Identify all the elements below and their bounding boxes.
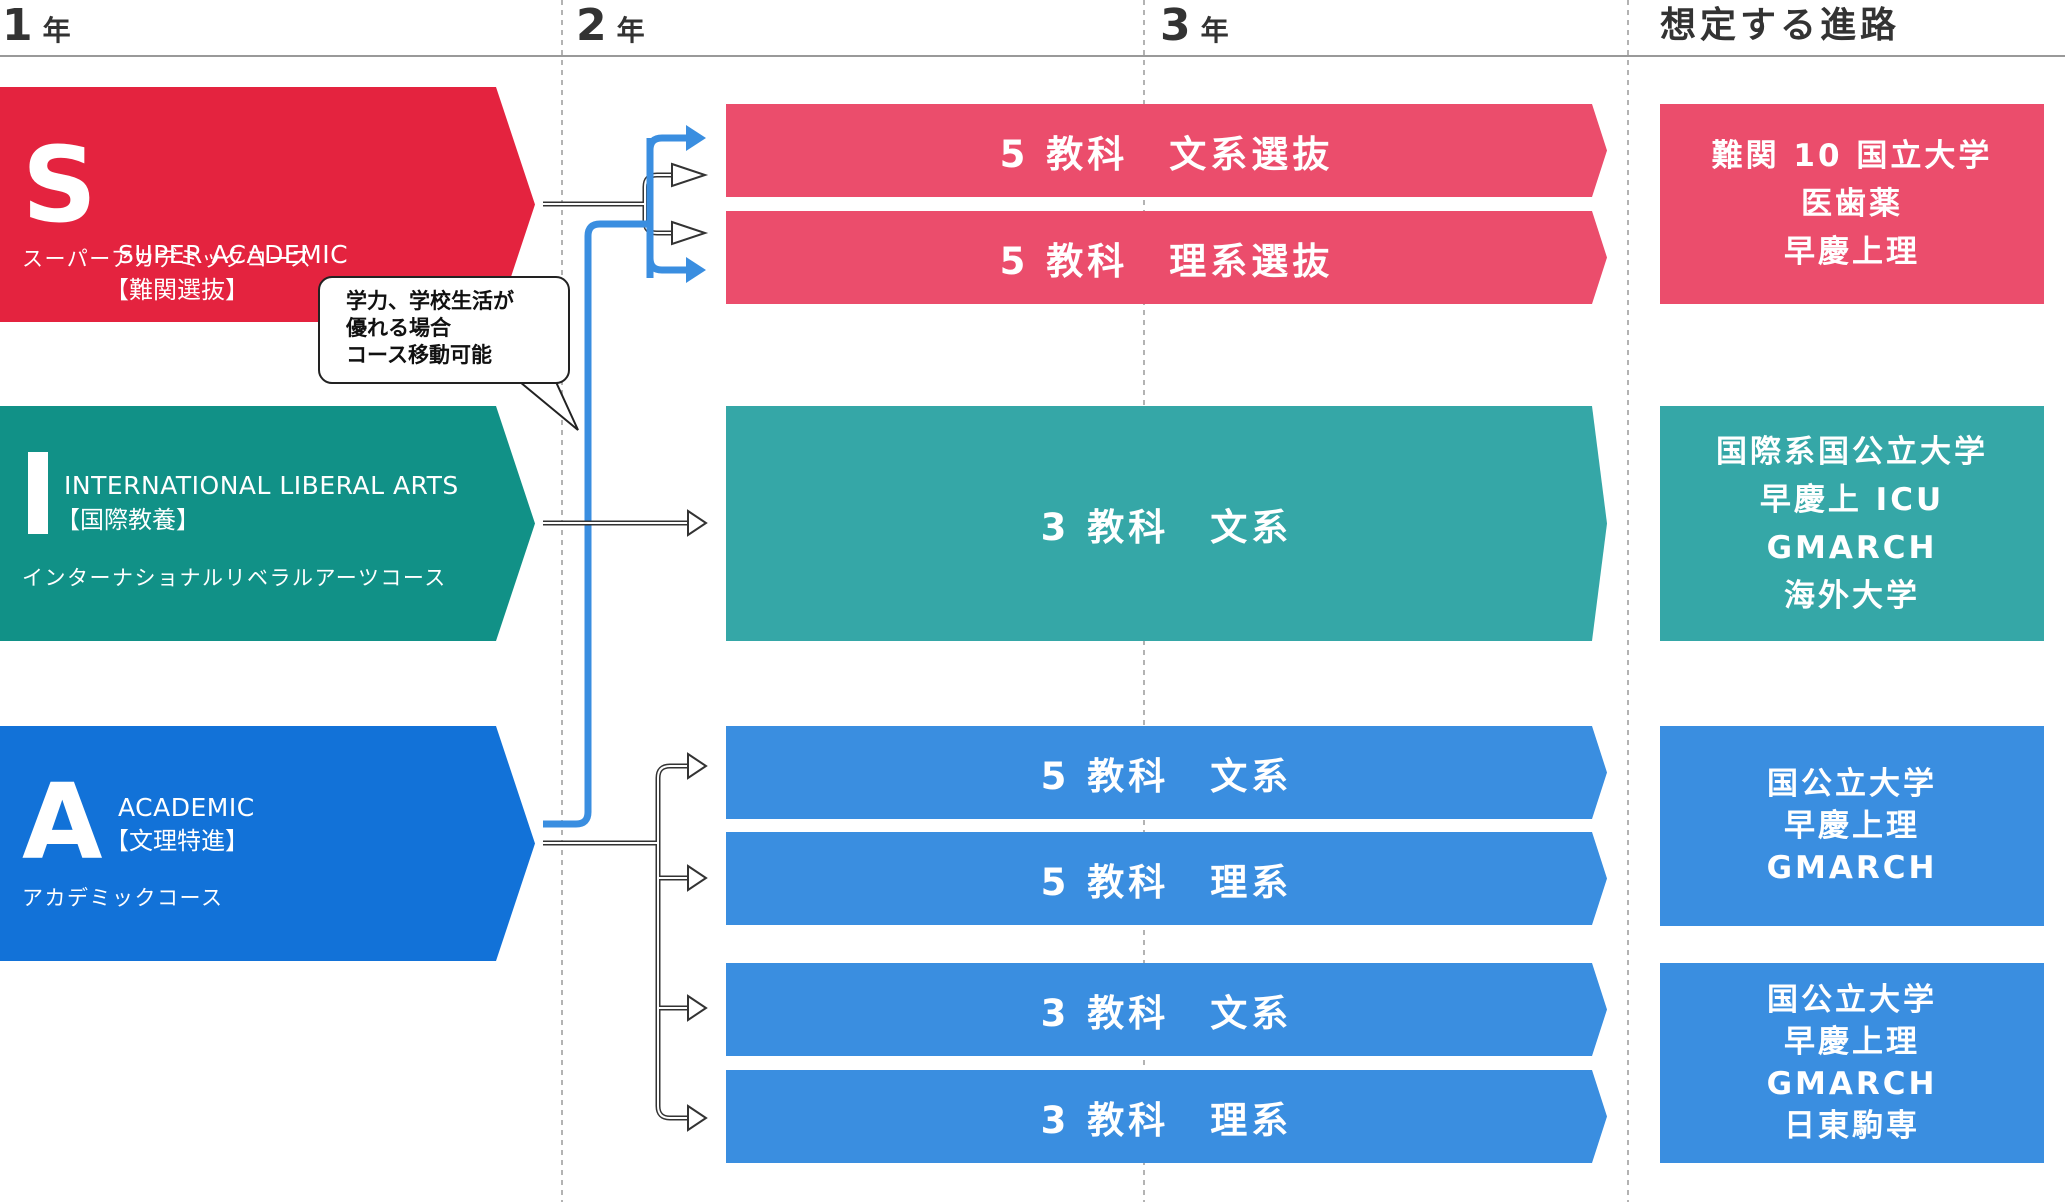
course-a: A ACADEMIC 【文理特進】 アカデミックコース	[0, 726, 535, 961]
arrowhead-to-a2	[687, 864, 708, 892]
arrowhead-to-i1	[687, 509, 708, 537]
course-i-letter-mark	[28, 452, 48, 534]
track-a1-label: 5 教科 文系	[1040, 754, 1293, 798]
promotion-arrowhead-s2	[686, 257, 706, 283]
course-s-sub: 【難関選抜】	[105, 276, 249, 304]
header-year1-num: 1	[2, 0, 33, 51]
arrowhead-to-s2	[671, 220, 709, 246]
arrowhead-to-a1	[687, 752, 708, 780]
course-a-sub: 【文理特進】	[105, 827, 249, 855]
bubble-tail	[517, 381, 579, 431]
track-a3: 3 教科 文系	[726, 963, 1607, 1056]
destination-s-item: 早慶上理	[1784, 234, 1920, 270]
bubble-line1: 学力、学校生活が	[346, 289, 514, 313]
course-a-en: ACADEMIC	[118, 793, 255, 822]
bubble-line2: 優れる場合	[346, 316, 451, 340]
arrowhead-to-a4	[687, 1104, 708, 1132]
header-year3-unit: 年	[1200, 14, 1229, 47]
destination-a1-item: GMARCH	[1766, 850, 1938, 886]
track-a4-label: 3 教科 理系	[1040, 1098, 1293, 1142]
destination-i-item: 海外大学	[1784, 577, 1920, 614]
a-course-connector	[543, 763, 688, 1121]
destination-a1: 国公立大学 早慶上理 GMARCH	[1660, 726, 2044, 926]
destination-s-item: 医歯薬	[1801, 186, 1903, 222]
track-i1-label: 3 教科 文系	[1040, 505, 1293, 549]
course-s-en: SUPER ACADEMIC	[118, 240, 349, 269]
header-year2-num: 2	[576, 0, 607, 51]
course-a-jp: アカデミックコース	[22, 886, 224, 910]
header-year2: 2 年	[576, 0, 645, 52]
destination-i-item: 国際系国公立大学	[1716, 433, 1988, 470]
header-destination: 想定する進路	[1660, 0, 1900, 52]
track-a3-label: 3 教科 文系	[1040, 991, 1293, 1035]
course-s-letter: S	[22, 124, 97, 246]
course-s-jp: スーパーアカデミックコース	[22, 247, 313, 271]
destination-a1-item: 国公立大学	[1767, 766, 1937, 802]
track-a4: 3 教科 理系	[726, 1070, 1607, 1163]
header-year1: 1 年	[2, 0, 71, 52]
destination-a2: 国公立大学 早慶上理 GMARCH 日東駒専	[1660, 963, 2044, 1163]
track-a2: 5 教科 理系	[726, 832, 1607, 925]
course-i-jp: インターナショナルリベラルアーツコース	[22, 566, 447, 590]
track-s2: 5 教科 理系選抜	[726, 211, 1607, 304]
course-i: INTERNATIONAL LIBERAL ARTS 【国際教養】 インターナシ…	[0, 406, 535, 641]
course-i-en: INTERNATIONAL LIBERAL ARTS	[64, 471, 459, 500]
arrowhead-to-a3	[687, 994, 708, 1022]
destination-i: 国際系国公立大学 早慶上 ICU GMARCH 海外大学	[1660, 406, 2044, 641]
course-a-letter: A	[22, 761, 103, 883]
track-s1-label: 5 教科 文系選抜	[999, 132, 1334, 176]
destination-i-item: GMARCH	[1766, 529, 1938, 566]
destination-a2-item: 日東駒専	[1784, 1108, 1920, 1144]
track-a2-label: 5 教科 理系	[1040, 860, 1293, 904]
track-s1: 5 教科 文系選抜	[726, 104, 1607, 197]
destination-s-item: 難関 10 国立大学	[1711, 138, 1993, 174]
track-i1: 3 教科 文系	[726, 406, 1607, 641]
bubble-line3: コース移動可能	[346, 343, 492, 367]
header-year1-unit: 年	[42, 14, 71, 47]
arrowhead-to-s1	[671, 162, 709, 188]
header-year2-unit: 年	[616, 14, 645, 47]
header-year3-num: 3	[1160, 0, 1191, 51]
header-destination-label: 想定する進路	[1660, 5, 1901, 46]
destination-a1-item: 早慶上理	[1784, 808, 1920, 844]
header-year3: 3 年	[1160, 0, 1229, 52]
destination-a2-item: GMARCH	[1766, 1066, 1938, 1102]
course-change-bubble: 学力、学校生活が 優れる場合 コース移動可能	[318, 276, 570, 384]
promotion-arrowhead-s1	[686, 125, 706, 151]
track-s2-label: 5 教科 理系選抜	[999, 239, 1334, 283]
promotion-line	[543, 134, 690, 828]
track-a1: 5 教科 文系	[726, 726, 1607, 819]
destination-s: 難関 10 国立大学 医歯薬 早慶上理	[1660, 104, 2044, 304]
destination-i-item: 早慶上 ICU	[1759, 481, 1945, 518]
course-i-sub: 【国際教養】	[56, 506, 200, 534]
destination-a2-item: 早慶上理	[1784, 1024, 1920, 1060]
destination-a2-item: 国公立大学	[1767, 982, 1937, 1018]
